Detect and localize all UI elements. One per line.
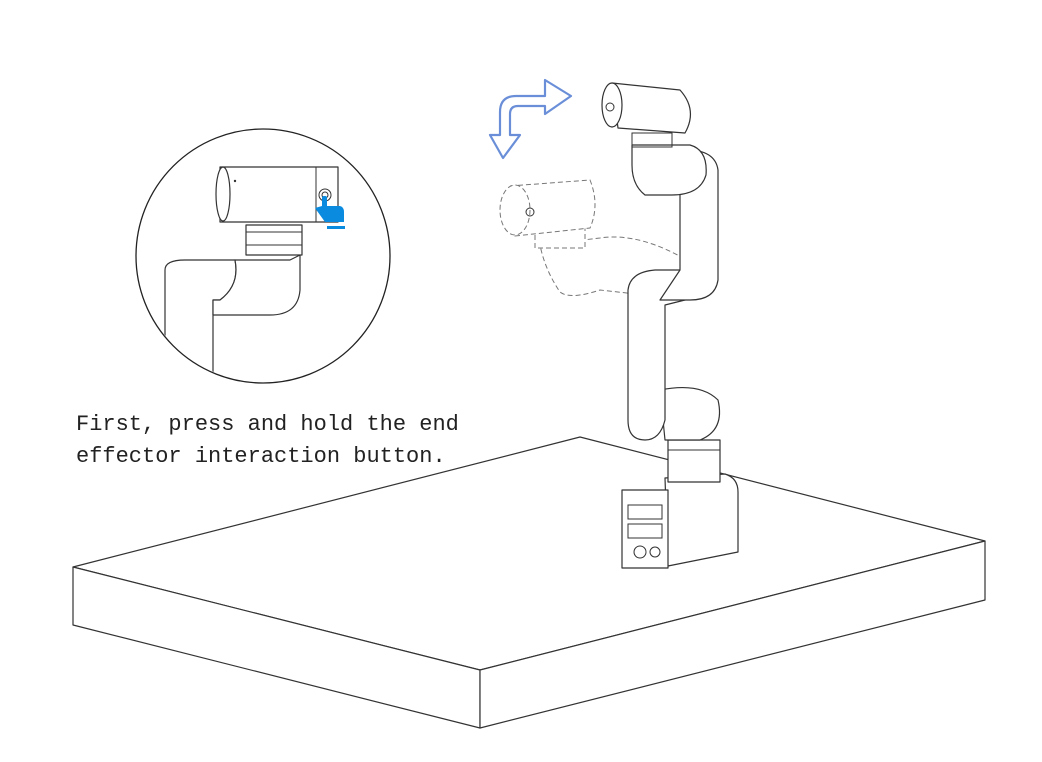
robot-arm (601, 82, 739, 569)
caption-line-2: effector interaction button. (76, 444, 446, 469)
instruction-caption: First, press and hold the end effector in… (76, 409, 459, 473)
robot-arm-ghost-pose (499, 179, 691, 301)
platform (72, 436, 986, 729)
caption-line-1: First, press and hold the end (76, 412, 459, 437)
rotation-arrow-icon (488, 78, 573, 160)
press-hand-icon (315, 196, 345, 229)
inset-detail (135, 128, 391, 384)
